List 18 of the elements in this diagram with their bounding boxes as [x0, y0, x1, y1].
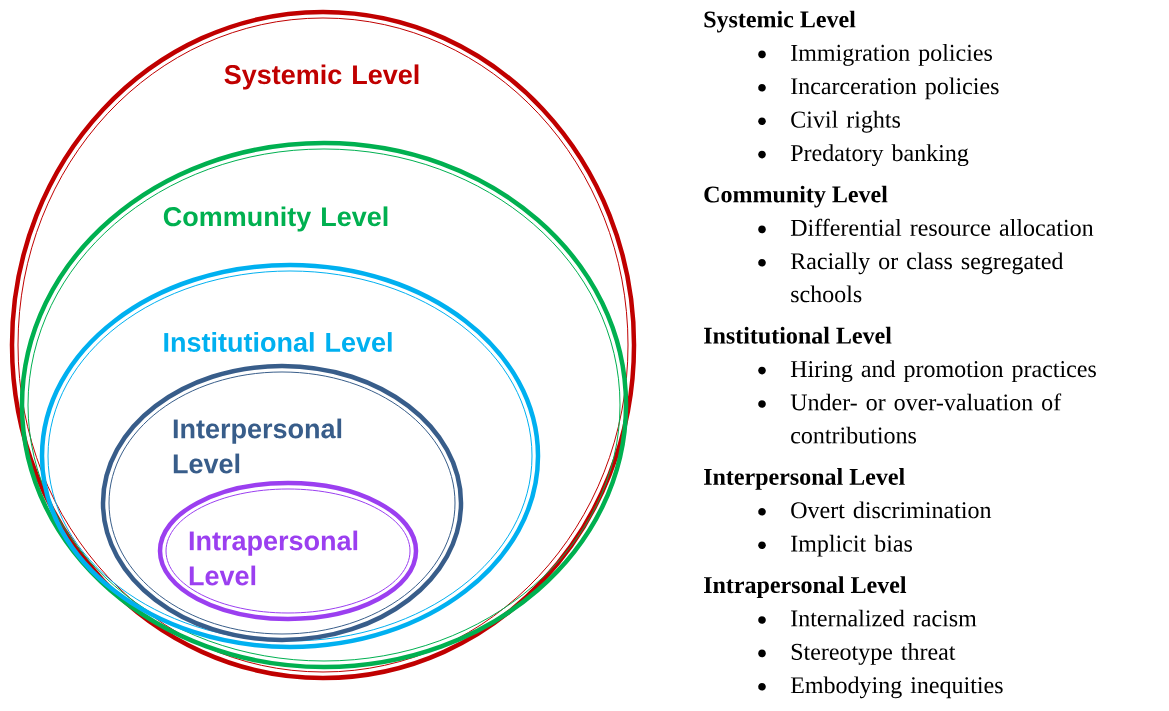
bullet-item: Overt discrimination	[758, 501, 992, 519]
list-heading: Interpersonal Level	[704, 468, 905, 490]
bullet-item: Differential resource allocation	[758, 218, 1094, 236]
bullet-item: Internalized racism	[758, 609, 977, 627]
bullet-item: Stereotype threat	[758, 643, 956, 665]
bullet-item: Implicit bias	[758, 534, 912, 557]
bullet-item: Embodying inequities	[758, 676, 1003, 699]
bullet-item: Racially or class segregated schools	[758, 252, 1064, 303]
list-heading: Community Level	[704, 185, 888, 208]
bullet-item: Incarceration policies	[758, 77, 999, 100]
list-heading: Systemic Level	[704, 10, 856, 33]
bullet-item: Predatory banking	[758, 144, 969, 167]
bullet-item: Civil rights	[758, 110, 901, 133]
list-heading: Intrapersonal Level	[704, 576, 907, 598]
list-heading: Institutional Level	[704, 326, 892, 344]
bullet-item: Under- or over-valuation of contributions	[758, 393, 1062, 444]
bullet-item: Immigration policies	[758, 44, 992, 66]
bullet-item: Hiring and promotion practices	[758, 360, 1096, 383]
